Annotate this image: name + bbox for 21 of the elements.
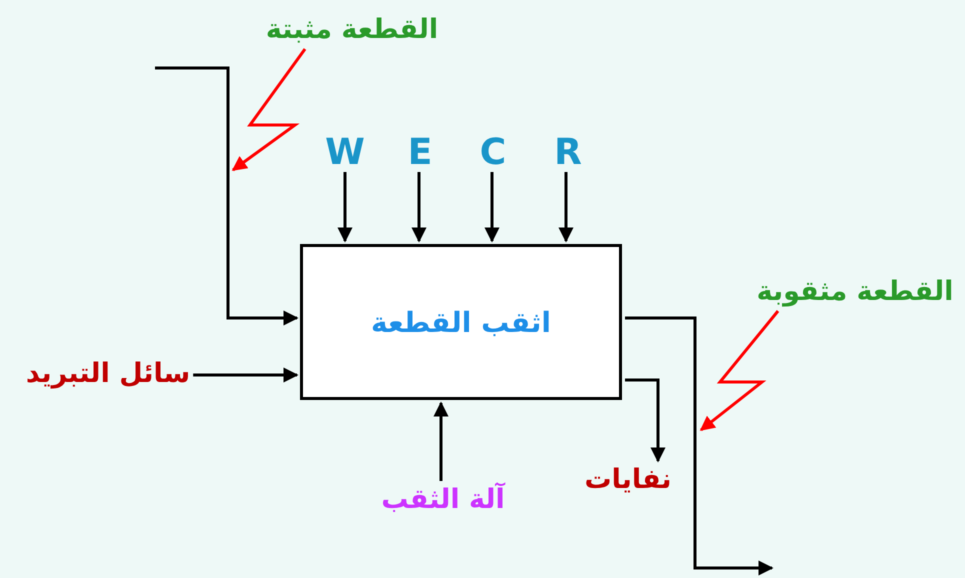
arrow [412,172,426,242]
leader-line [232,48,306,172]
arrow [434,402,448,481]
control-label: R [554,137,582,169]
input-label: القطعة مثبتة [266,14,438,46]
process-box: اثقب القطعة [300,244,622,400]
arrow [484,172,500,242]
arrow [155,66,298,326]
input-label: سائل التبريد [26,358,190,390]
arrow [625,316,774,576]
output-label: نفايات [584,464,672,496]
arrow [338,172,352,242]
control-label: E [408,137,432,169]
control-label: C [480,137,506,169]
leader-line [700,310,780,432]
arrow [558,172,574,242]
arrow [625,378,666,462]
arrow [193,368,298,382]
output-label: القطعة مثقوبة [756,276,954,308]
mechanism-label: آلة الثقب [381,484,505,516]
control-label: W [325,137,365,169]
